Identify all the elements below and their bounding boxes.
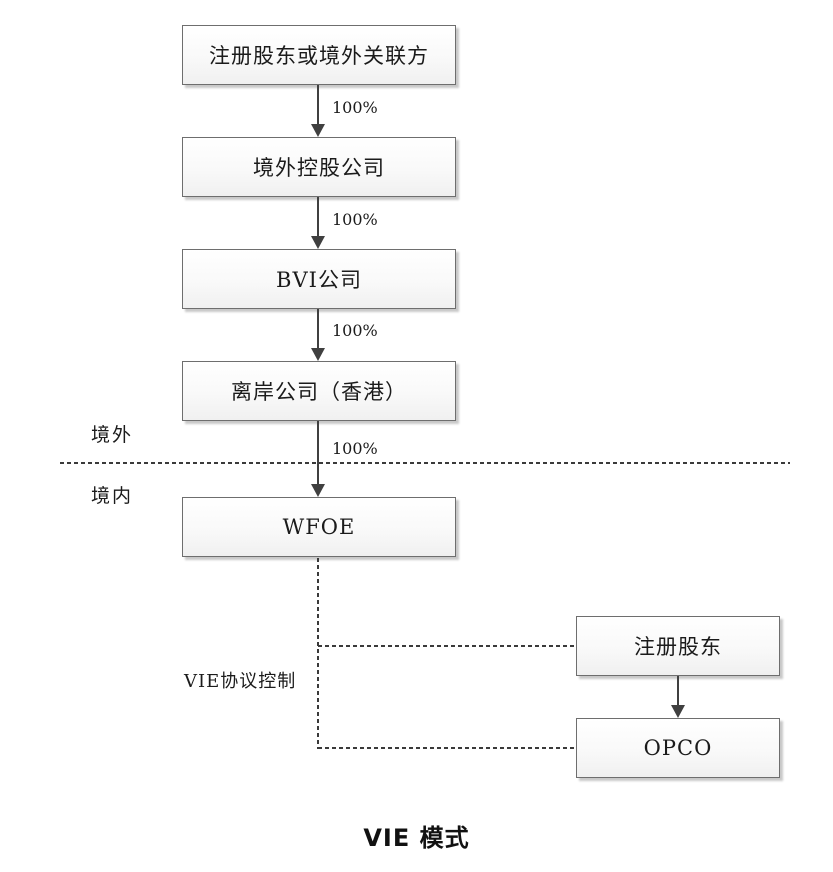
vie-control-vertical-line [317, 558, 319, 749]
arrow-stem [317, 421, 319, 484]
node-label: WFOE [282, 515, 356, 539]
node-wfoe: WFOE [182, 497, 456, 557]
node-overseas-holding-company: 境外控股公司 [182, 137, 456, 197]
down-arrowhead-icon [311, 124, 325, 137]
arrow-stem [317, 309, 319, 348]
down-arrowhead-icon [311, 484, 325, 497]
node-label: 注册股东或境外关联方 [209, 44, 429, 68]
vie-control-label: VIE协议控制 [184, 671, 297, 692]
arrow-stem [317, 197, 319, 236]
node-registered-shareholders: 注册股东 [576, 616, 780, 676]
node-label: 离岸公司（香港） [231, 380, 407, 404]
down-arrowhead-icon [311, 236, 325, 249]
down-arrowhead-icon [311, 348, 325, 361]
ownership-percent-label: 100% [332, 210, 378, 229]
node-opco: OPCO [576, 718, 780, 778]
ownership-percent-label: 100% [332, 439, 378, 458]
vie-control-line-to-shareholders [318, 645, 576, 647]
node-label: 注册股东 [634, 635, 722, 659]
arrow-stem [677, 676, 679, 705]
node-offshore-company-hongkong: 离岸公司（香港） [182, 361, 456, 421]
region-label-overseas: 境外 [91, 424, 134, 446]
vie-control-line-to-opco [318, 747, 576, 749]
region-label-domestic: 境内 [91, 485, 134, 507]
diagram-title: VIE 模式 [363, 824, 470, 852]
arrow-stem [317, 85, 319, 124]
node-bvi-company: BVI公司 [182, 249, 456, 309]
border-divider-line [60, 462, 790, 464]
ownership-percent-label: 100% [332, 98, 378, 117]
node-registered-shareholders-or-overseas-affiliates: 注册股东或境外关联方 [182, 25, 456, 85]
node-label: 境外控股公司 [253, 156, 385, 180]
ownership-percent-label: 100% [332, 321, 378, 340]
down-arrowhead-icon [671, 705, 685, 718]
node-label: OPCO [643, 736, 713, 760]
node-label: BVI公司 [276, 268, 362, 292]
